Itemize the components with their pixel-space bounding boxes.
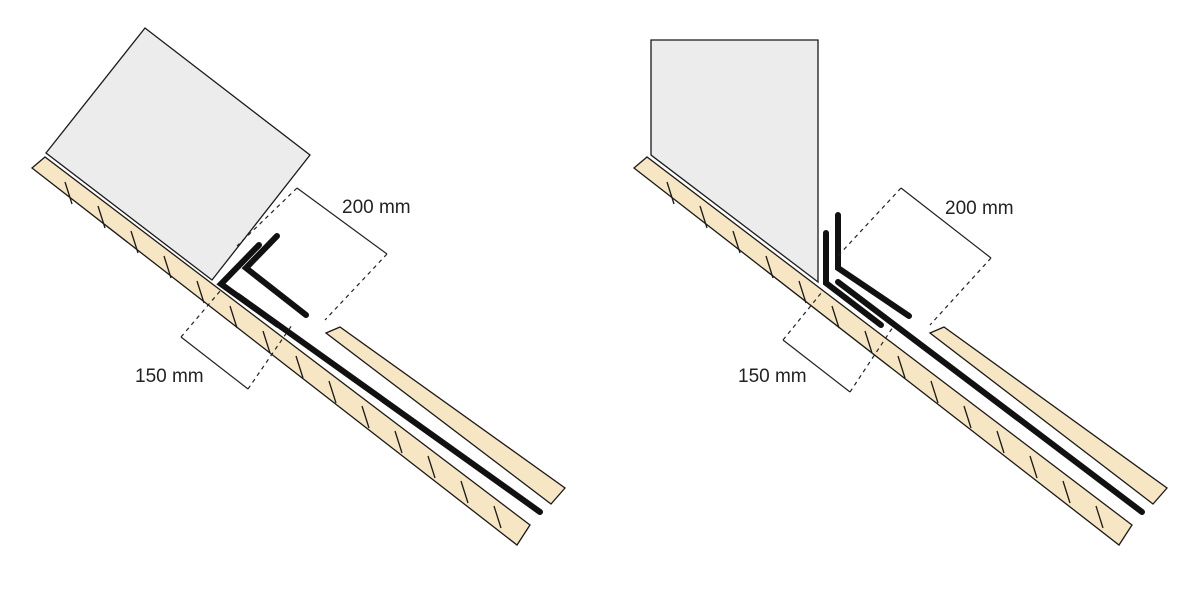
roof-covering-right	[928, 326, 1168, 505]
underlay-flashing-right	[835, 279, 1145, 515]
cover-dimension-label-left: 150 mm	[135, 366, 204, 387]
wall-block-left	[45, 27, 311, 281]
flashing-left	[216, 233, 543, 515]
roof-deck-left	[30, 156, 531, 546]
counter-flashing-right	[835, 212, 912, 319]
counter-flashing-left	[241, 233, 309, 318]
underlay-flashing-left	[235, 293, 543, 515]
deck-hatching-right	[666, 181, 1104, 529]
roof-deck-right	[632, 156, 1133, 546]
apron-flashing-right	[823, 230, 884, 328]
dimension-lines-left	[180, 187, 388, 390]
wall-block-right	[650, 39, 819, 284]
flashing-right	[823, 212, 1145, 515]
dimension-lines-right	[782, 187, 992, 393]
cover-dimension-label-right: 150 mm	[738, 366, 807, 387]
deck-hatching-left	[64, 181, 502, 529]
diagram-right: 200 mm 150 mm	[632, 39, 1168, 546]
diagram-left: 200 mm 150 mm	[30, 27, 566, 546]
upstand-dimension-label-right: 200 mm	[945, 198, 1014, 219]
upstand-dimension-label-left: 200 mm	[342, 197, 411, 218]
roof-covering-left	[324, 326, 566, 505]
